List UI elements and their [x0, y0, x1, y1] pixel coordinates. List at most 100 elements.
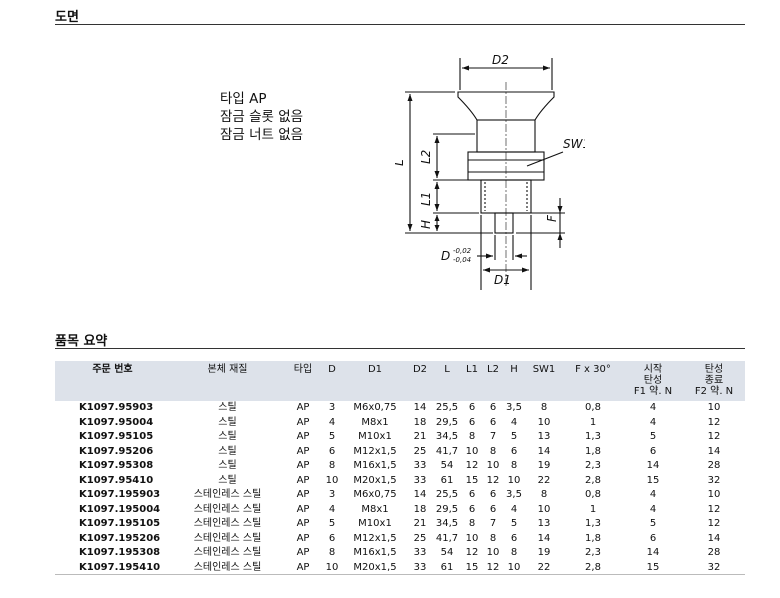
table-cell: 6 — [649, 532, 657, 544]
d-label: D — [441, 249, 450, 263]
table-cell: 6 — [468, 402, 476, 413]
header-type: 타입 — [293, 364, 313, 375]
header-h: H — [510, 364, 518, 375]
table-cell: 14 — [413, 402, 427, 413]
header-l: L — [444, 364, 450, 375]
table-cell: 15 — [646, 561, 660, 573]
table-cell: AP — [296, 460, 310, 471]
table-cell: 13 — [537, 518, 551, 529]
table-cell: 61 — [440, 561, 454, 573]
table-cell: 4 — [510, 416, 518, 428]
summary-section-divider — [55, 348, 745, 349]
table-cell: 19 — [537, 547, 551, 558]
table-cell: 10 — [486, 547, 500, 558]
table-cell: 6 — [468, 416, 476, 428]
table-cell: 6 — [328, 445, 336, 457]
table-cell: 4 — [649, 416, 657, 428]
table-cell: 6 — [489, 416, 497, 428]
table-cell: 0,8 — [585, 489, 601, 500]
table-cell: 18 — [413, 503, 427, 515]
order-number-cell: K1097.195410 — [79, 561, 161, 573]
l-label: L — [395, 159, 406, 166]
table-cell: 10 — [507, 561, 521, 573]
table-cell: 8 — [328, 460, 336, 471]
table-cell: 스틸 — [218, 416, 237, 428]
table-cell: 6 — [489, 503, 497, 515]
table-cell: 스틸 — [218, 431, 237, 442]
table-cell: 10 — [507, 474, 521, 486]
table-cell: 12 — [486, 474, 500, 486]
table-cell: 54 — [440, 460, 454, 471]
order-number-cell: K1097.195004 — [79, 503, 161, 515]
table-cell: 10 — [537, 416, 551, 428]
table-cell: 6 — [489, 402, 497, 413]
table-cell: 33 — [413, 460, 427, 471]
header-sw1: SW1 — [532, 364, 556, 375]
sw1-leader-line — [526, 151, 564, 167]
table-cell: 14 — [537, 445, 551, 457]
table-cell: 54 — [440, 547, 454, 558]
table-cell: AP — [296, 518, 310, 529]
type-description: 타입 AP 잠금 슬롯 없음 잠금 너트 없음 — [220, 90, 303, 144]
table-cell: 2,3 — [585, 460, 601, 471]
table-cell: 29,5 — [435, 416, 459, 428]
table-cell: 10 — [325, 561, 339, 573]
type-line: 타입 AP — [220, 91, 267, 107]
table-cell: 28 — [707, 460, 721, 471]
table-cell: 28 — [707, 547, 721, 558]
table-cell: 6 — [468, 489, 476, 500]
table-cell: 6 — [510, 532, 518, 544]
table-cell: AP — [296, 561, 310, 573]
table-cell: AP — [296, 445, 310, 457]
d1-label: D1 — [494, 273, 511, 287]
table-cell: 18 — [413, 416, 427, 428]
table-cell: AP — [296, 547, 310, 558]
table-cell: 10 — [325, 474, 339, 486]
table-cell: 14 — [413, 489, 427, 500]
header-f1-line: 시작 — [643, 364, 663, 375]
table-cell: 5 — [510, 518, 518, 529]
table-cell: 4 — [328, 503, 336, 515]
table-cell: 15 — [646, 474, 660, 486]
table-cell: M6x0,75 — [353, 489, 397, 500]
table-cell: M8x1 — [361, 503, 389, 515]
table-header-row: 주문 번호 본체 재질 타입 D D1 D2 L L1 L2 H SW1 F x… — [55, 361, 745, 401]
table-bottom-divider — [55, 574, 745, 575]
table-cell: 6 — [649, 445, 657, 457]
table-cell: 25 — [413, 445, 427, 457]
table-cell: 19 — [537, 460, 551, 471]
header-d1: D1 — [367, 364, 383, 375]
table-cell: M20x1,5 — [353, 561, 397, 573]
table-cell: 4 — [649, 503, 657, 515]
table-cell: 12 — [707, 503, 721, 515]
table-cell: 3,5 — [506, 402, 522, 413]
table-cell: M16x1,5 — [353, 460, 397, 471]
order-number-cell: K1097.95105 — [79, 431, 154, 442]
table-cell: 33 — [413, 561, 427, 573]
table-cell: 34,5 — [435, 518, 459, 529]
table-cell: 12 — [707, 416, 721, 428]
table-cell: 41,7 — [435, 445, 459, 457]
header-d2: D2 — [412, 364, 428, 375]
table-cell: M10x1 — [358, 431, 392, 442]
table-cell: 7 — [489, 518, 497, 529]
header-material: 본체 재질 — [207, 364, 248, 375]
table-cell: 10 — [486, 460, 500, 471]
table-cell: 10 — [465, 445, 479, 457]
table-cell: M8x1 — [361, 416, 389, 428]
drawing-section-title: 도면 — [55, 10, 79, 25]
header-f: F x 30° — [575, 364, 611, 375]
table-cell: 8 — [468, 518, 476, 529]
table-cell: 6 — [510, 445, 518, 457]
table-cell: 0,8 — [585, 402, 601, 413]
table-cell: 8 — [510, 460, 518, 471]
table-cell: 61 — [440, 474, 454, 486]
table-cell: 스틸 — [218, 460, 237, 471]
order-number-cell: K1097.95004 — [79, 416, 154, 428]
sw1-label: SW1 — [563, 137, 585, 151]
